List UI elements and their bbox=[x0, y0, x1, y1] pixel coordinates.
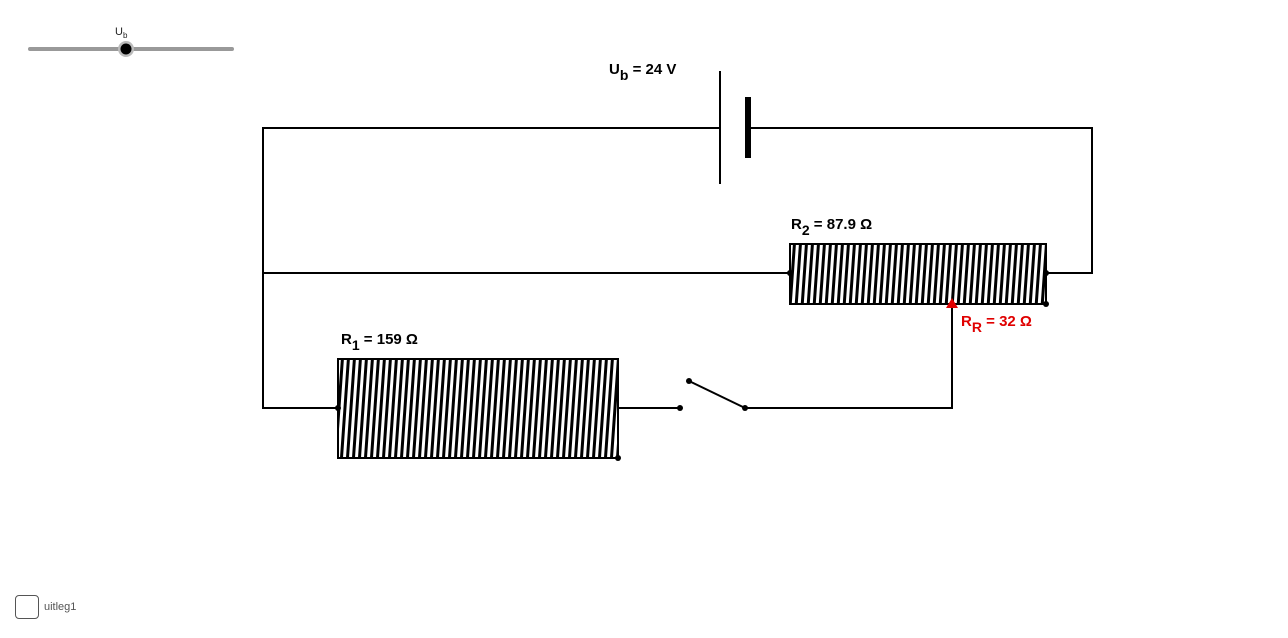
r2-node-corner bbox=[1043, 301, 1049, 307]
wiper-arrow-icon[interactable] bbox=[946, 298, 958, 308]
slider-knob[interactable] bbox=[120, 43, 132, 55]
r1-label: R1 = 159 Ω bbox=[341, 331, 418, 353]
switch-node-right bbox=[742, 405, 748, 411]
battery-label: Ub = 24 V bbox=[609, 61, 676, 83]
battery bbox=[719, 71, 751, 184]
switch-lever bbox=[688, 380, 746, 409]
rr-label: RR = 32 Ω bbox=[961, 313, 1032, 335]
switch-node-tip bbox=[686, 378, 692, 384]
wire-top-left bbox=[262, 127, 720, 409]
r2-node-left bbox=[787, 270, 793, 276]
r1-node-left bbox=[335, 405, 341, 411]
slider-label: Ub bbox=[115, 26, 128, 40]
ub-slider[interactable]: Ub bbox=[28, 26, 234, 57]
uitleg-checkbox-label: uitleg1 bbox=[44, 601, 77, 613]
resistor-r1 bbox=[337, 358, 619, 459]
r2-node-right bbox=[1043, 270, 1049, 276]
switch[interactable] bbox=[677, 378, 748, 411]
wire-top-right bbox=[748, 127, 1093, 274]
wires bbox=[262, 127, 1093, 409]
switch-node-pivot bbox=[677, 405, 683, 411]
wire-switch-to-wiper bbox=[745, 304, 953, 409]
r1-node-corner bbox=[615, 455, 621, 461]
resistor-r2 bbox=[789, 243, 1047, 305]
uitleg-checkbox-group[interactable]: uitleg1 bbox=[15, 595, 76, 619]
r2-label: R2 = 87.9 Ω bbox=[791, 216, 872, 238]
uitleg-checkbox[interactable] bbox=[15, 595, 39, 619]
